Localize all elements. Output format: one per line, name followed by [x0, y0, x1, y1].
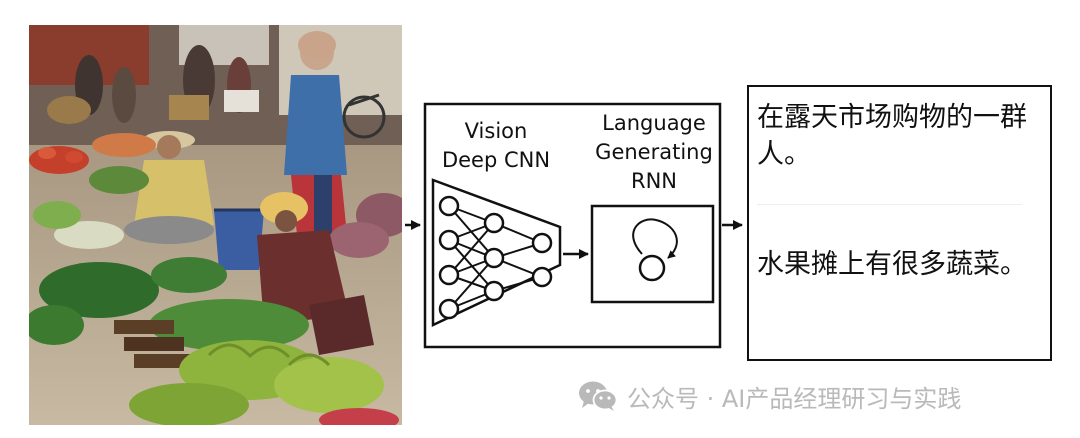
caption-output-box: 在露天市场购物的一群人。 水果摊上有很多蔬菜。	[747, 85, 1052, 361]
market-photo-illustration	[29, 25, 402, 425]
rnn-title-line1: Language	[602, 111, 706, 135]
rnn-loop-arrow	[632, 218, 678, 259]
cnn-node	[438, 195, 460, 217]
cnn-title-line2: Deep CNN	[442, 148, 550, 172]
cnn-node	[438, 229, 460, 251]
cnn-node	[438, 264, 460, 286]
cnn-node	[483, 212, 505, 234]
cnn-node	[531, 266, 553, 288]
rnn-title-line2: Generating	[595, 140, 713, 164]
cnn-node	[531, 232, 553, 254]
rnn-box	[590, 204, 715, 304]
rnn-node	[638, 254, 666, 282]
cnn-trapezoid	[431, 178, 562, 327]
wechat-icon	[579, 381, 618, 411]
cnn-node	[483, 247, 505, 269]
watermark: 公众号 · AI产品经理研习与实践	[578, 377, 961, 415]
cnn-node	[483, 280, 505, 302]
rnn-title-line3: RNN	[631, 169, 677, 193]
market-photo	[29, 25, 402, 425]
watermark-text: 公众号 · AI产品经理研习与实践	[627, 384, 962, 413]
cnn-title-line1: Vision	[465, 119, 528, 143]
model-box	[423, 102, 722, 349]
caption-text-1: 在露天市场购物的一群人。	[757, 102, 1027, 170]
cnn-node	[438, 298, 460, 320]
caption-divider	[757, 204, 1022, 205]
caption-text-2: 水果摊上有很多蔬菜。	[757, 249, 1027, 280]
